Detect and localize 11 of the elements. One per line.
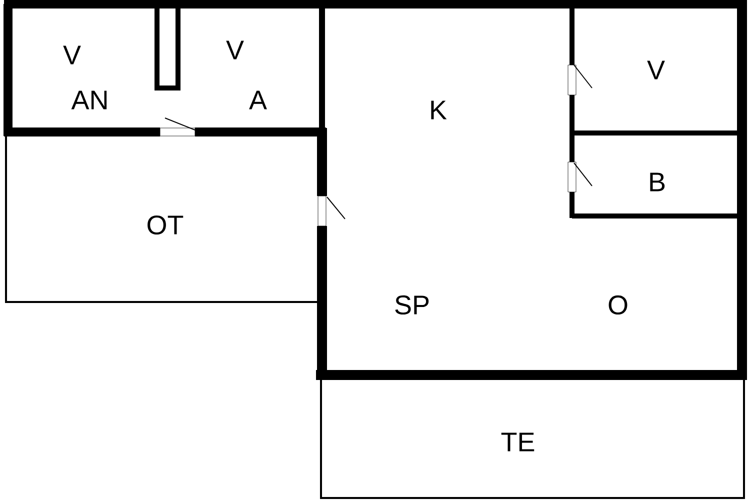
room-label: TE bbox=[501, 432, 534, 452]
room-label: AN bbox=[71, 90, 107, 110]
room-label: OT bbox=[148, 215, 184, 235]
room-label: A bbox=[249, 90, 267, 110]
room-label: V bbox=[647, 60, 665, 80]
room-label: V bbox=[226, 40, 244, 60]
room-label: K bbox=[431, 100, 447, 120]
room-label: SP bbox=[395, 295, 429, 315]
room-label: B bbox=[650, 172, 665, 192]
room-label: V bbox=[63, 46, 81, 64]
room-label: O bbox=[608, 295, 628, 315]
